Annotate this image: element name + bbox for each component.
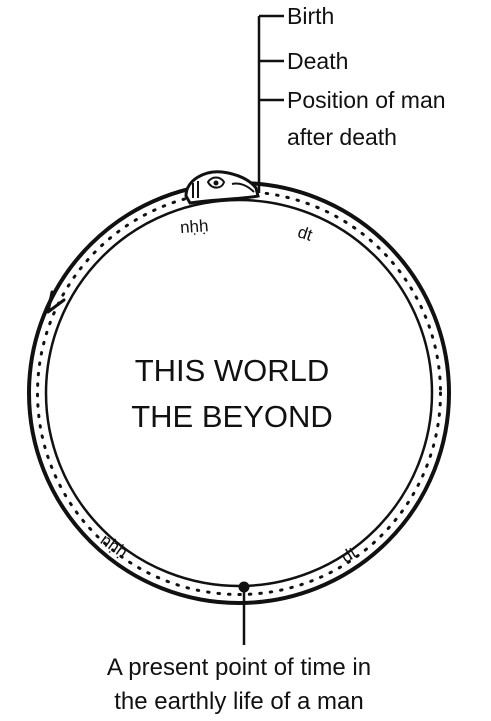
serpent-dotted-pattern [38,192,441,595]
dt-top-label: dt [295,222,315,245]
present-point-caption-line2: the earthly life of a man [114,688,363,715]
this-world-label: THIS WORLD [135,353,330,388]
death-label: Death [287,48,348,74]
snake-head-icon [186,172,258,203]
serpent-outer-outline [29,183,449,603]
nhh-top-label: nḥḥ [179,216,209,237]
the-beyond-label: THE BEYOND [131,399,333,434]
position-after-death-label-line2: after death [287,124,397,150]
present-point-caption-line1: A present point of time in [107,654,371,681]
birth-label: Birth [287,3,334,29]
serpent-body [29,183,449,603]
top-leader-bracket [259,16,284,193]
position-after-death-label-line1: Position of man [287,87,446,113]
nhh-bottom-label: nḥḥ [97,530,131,562]
serpent-inner-outline [46,200,432,586]
